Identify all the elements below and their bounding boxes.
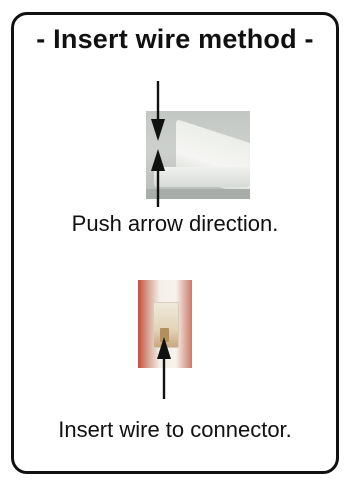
card-title: - Insert wire method - <box>36 24 314 54</box>
step1-caption: Push arrow direction. <box>71 211 279 236</box>
clip-base <box>154 167 250 187</box>
step2-caption: Insert wire to connector. <box>58 417 292 442</box>
instruction-card: - Insert wire method - P <box>11 12 339 474</box>
connector-pin <box>160 328 169 342</box>
arrow-layer <box>151 81 171 399</box>
insert-wire-arrow-icon <box>157 337 171 399</box>
clip-shadow <box>146 189 250 199</box>
push-up-arrow-icon <box>151 149 165 207</box>
push-down-arrow-icon <box>151 81 165 141</box>
push-clip-photo <box>146 111 250 199</box>
